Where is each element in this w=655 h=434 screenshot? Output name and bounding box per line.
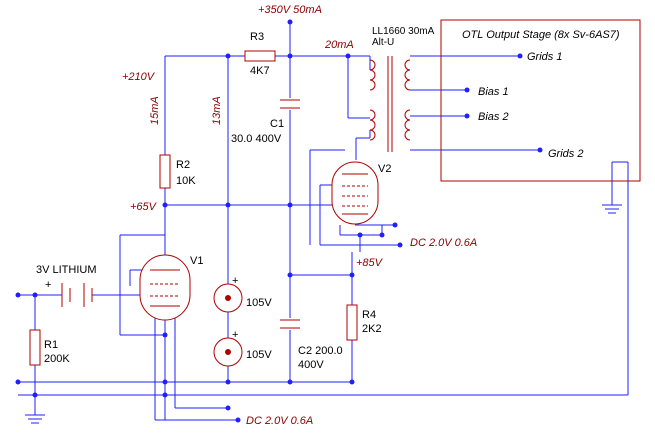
regulator-tube-2 bbox=[213, 337, 243, 367]
resistor-r2 bbox=[159, 154, 171, 189]
transformer-alt: Alt-U bbox=[372, 37, 394, 48]
r1-name: R1 bbox=[44, 339, 58, 351]
capacitor-c1 bbox=[280, 98, 300, 110]
r3-value: 4K7 bbox=[250, 65, 270, 77]
current-20ma-label: 20mA bbox=[324, 39, 354, 51]
r4-name: R4 bbox=[362, 309, 376, 321]
r2-value: 10K bbox=[176, 175, 196, 187]
tube-v1 bbox=[139, 254, 191, 321]
c2-voltage: 400V bbox=[298, 359, 324, 371]
v85-label: +85V bbox=[356, 257, 384, 269]
battery-3v bbox=[55, 283, 100, 307]
resistor-r3 bbox=[244, 50, 276, 62]
current-15ma-label: 15mA bbox=[149, 96, 161, 125]
dc-v2-label: DC 2.0V 0.6A bbox=[410, 237, 477, 249]
battery-label: 3V LITHIUM bbox=[36, 264, 97, 276]
resistor-r4 bbox=[346, 304, 358, 341]
vr1-plus-sign: + bbox=[232, 275, 238, 287]
resistor-r1 bbox=[29, 329, 41, 366]
v210-label: +210V bbox=[122, 71, 156, 83]
c2-value: C2 200.0 bbox=[298, 345, 343, 357]
battery-plus-sign: + bbox=[45, 279, 51, 291]
tube-v2 bbox=[331, 161, 379, 225]
r1-value: 200K bbox=[44, 353, 70, 365]
r3-name: R3 bbox=[250, 31, 264, 43]
regulator-tube-1 bbox=[213, 283, 243, 313]
dc-v1-label: DC 2.0V 0.6A bbox=[246, 415, 313, 427]
r2-name: R2 bbox=[176, 159, 190, 171]
vr1-label: 105V bbox=[246, 297, 272, 309]
c1-name: C1 bbox=[270, 118, 284, 130]
r4-value: 2K2 bbox=[362, 323, 382, 335]
transformer-ll1660 bbox=[369, 56, 411, 152]
otl-grids1: Grids 1 bbox=[527, 51, 562, 63]
otl-title: OTL Output Stage (8x Sv-6AS7) bbox=[462, 29, 620, 41]
v2-name: V2 bbox=[378, 163, 391, 175]
supply-voltage-label: +350V 50mA bbox=[258, 4, 322, 16]
otl-grids2: Grids 2 bbox=[548, 148, 583, 160]
capacitor-c2 bbox=[280, 318, 300, 330]
current-13ma-label: 13mA bbox=[211, 96, 223, 125]
ground-symbol-right bbox=[602, 204, 622, 214]
c1-value: 30.0 400V bbox=[231, 133, 282, 145]
v65-label: +65V bbox=[130, 201, 158, 213]
vr2-label: 105V bbox=[246, 349, 272, 361]
junction-dots bbox=[15, 19, 543, 423]
ground-symbol-left bbox=[25, 414, 45, 424]
otl-bias1: Bias 1 bbox=[478, 86, 509, 98]
otl-bias2: Bias 2 bbox=[478, 111, 509, 123]
otl-output-stage-box bbox=[440, 19, 641, 182]
vr2-plus-sign: + bbox=[232, 329, 238, 341]
transformer-name: LL1660 30mA bbox=[372, 26, 435, 37]
v1-name: V1 bbox=[190, 255, 203, 267]
